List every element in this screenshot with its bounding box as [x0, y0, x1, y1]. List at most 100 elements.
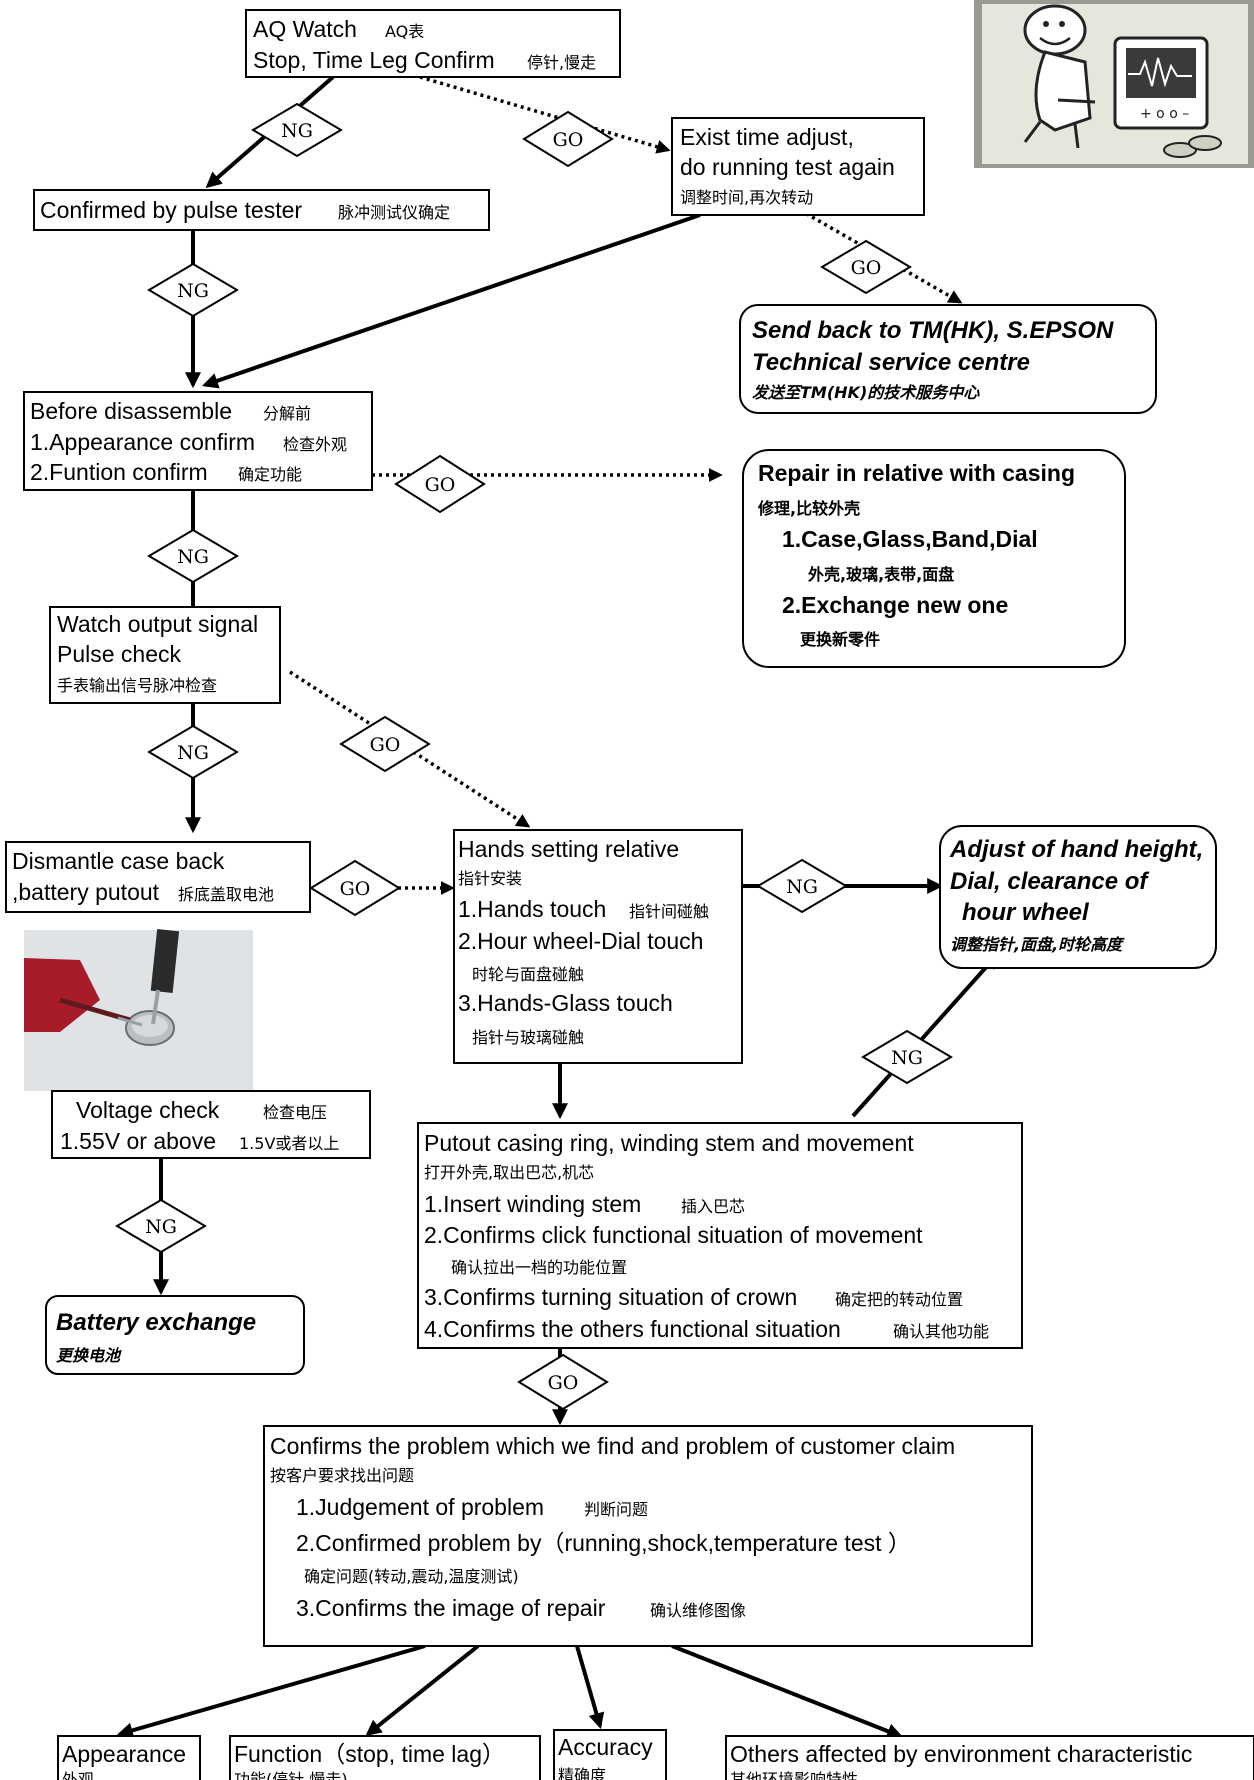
- svg-text:Voltage check: Voltage check: [76, 1097, 220, 1123]
- connector-to-accuracy: [575, 1645, 605, 1730]
- svg-text:插入巴芯: 插入巴芯: [681, 1197, 745, 1216]
- svg-text:GO: GO: [553, 129, 584, 151]
- svg-text:1.Appearance confirm: 1.Appearance confirm: [30, 429, 255, 455]
- svg-text:NG: NG: [145, 1216, 177, 1238]
- svg-text:手表输出信号脉冲检查: 手表输出信号脉冲检查: [57, 676, 217, 695]
- decision-go-2: GO: [820, 239, 912, 295]
- svg-text:GO: GO: [340, 878, 371, 900]
- svg-text:Accuracy: Accuracy: [558, 1734, 653, 1760]
- svg-text:Confirmed by pulse tester: Confirmed by pulse tester: [40, 197, 302, 223]
- svg-text:拆底盖取电池: 拆底盖取电池: [178, 885, 274, 904]
- svg-text:AQ表: AQ表: [385, 22, 424, 41]
- svg-text:Repair in relative with casing: Repair in relative with casing: [758, 460, 1075, 486]
- svg-text:AQ Watch: AQ Watch: [253, 16, 357, 42]
- svg-text:NG: NG: [281, 120, 313, 142]
- svg-text:判断问题: 判断问题: [584, 1500, 648, 1519]
- svg-text:Confirms the problem which we: Confirms the problem which we find and p…: [270, 1433, 955, 1459]
- svg-text:其他环境影响特性: 其他环境影响特性: [730, 1770, 858, 1780]
- svg-text:Hands setting relative: Hands setting relative: [458, 836, 679, 862]
- svg-text:GO: GO: [548, 1372, 579, 1394]
- node-send-back: Send back to TM(HK), S.EPSON Technical s…: [739, 304, 1157, 414]
- svg-text:Watch output signal: Watch output signal: [57, 611, 258, 637]
- node-battery-exchange: Battery exchange 更换电池: [45, 1295, 305, 1375]
- svg-text:指针与玻璃碰触: 指针与玻璃碰触: [472, 1028, 584, 1047]
- decision-go-3: GO: [394, 454, 486, 514]
- svg-text:NG: NG: [177, 280, 209, 302]
- decision-ng-1: NG: [251, 102, 343, 158]
- decision-ng-3: NG: [147, 528, 239, 584]
- node-voltage-check: Voltage check 检查电压 1.55V or above 1.5V或者…: [51, 1090, 371, 1159]
- decision-ng-7: NG: [115, 1198, 207, 1254]
- connector-exist-to-before: [201, 213, 701, 389]
- node-function: Function（stop, time lag） 功能(停针,慢走): [229, 1735, 541, 1780]
- connector-aq-to-exist: [419, 75, 671, 154]
- svg-text:Stop, Time Leg Confirm: Stop, Time Leg Confirm: [253, 47, 495, 73]
- svg-text:确认拉出一档的功能位置: 确认拉出一档的功能位置: [451, 1258, 627, 1277]
- svg-text:1.Hands touch: 1.Hands touch: [458, 896, 606, 922]
- svg-text:功能(停针,慢走): 功能(停针,慢走): [234, 1770, 348, 1780]
- node-putout-casing: Putout casing ring, winding stem and mov…: [417, 1122, 1023, 1349]
- decision-go-5: GO: [309, 859, 401, 917]
- svg-text:更换新零件: 更换新零件: [800, 630, 880, 649]
- node-others: Others affected by environment character…: [725, 1735, 1254, 1780]
- svg-text:停针,慢走: 停针,慢走: [527, 53, 596, 72]
- svg-text:Dismantle case back: Dismantle case back: [12, 848, 225, 874]
- svg-text:2.Confirms click functional si: 2.Confirms click functional situation of…: [424, 1222, 923, 1248]
- node-pulse-tester: Confirmed by pulse tester 脉冲测试仪确定: [33, 189, 490, 231]
- svg-text:Appearance: Appearance: [62, 1741, 186, 1767]
- svg-text:确认其他功能: 确认其他功能: [893, 1322, 989, 1341]
- svg-text:Exist time adjust,: Exist time adjust,: [680, 124, 854, 150]
- node-confirms-problem: Confirms the problem which we find and p…: [263, 1425, 1033, 1647]
- svg-text:脉冲测试仪确定: 脉冲测试仪确定: [338, 203, 450, 222]
- node-output-signal: Watch output signal Pulse check 手表输出信号脉冲…: [49, 606, 281, 704]
- svg-text:GO: GO: [425, 474, 456, 496]
- svg-text:外观: 外观: [62, 1770, 94, 1780]
- svg-text:时轮与面盘碰触: 时轮与面盘碰触: [472, 965, 584, 984]
- svg-text:GO: GO: [851, 257, 882, 279]
- svg-text:,battery putout: ,battery putout: [12, 879, 160, 905]
- svg-text:Function（stop, time lag）: Function（stop, time lag）: [234, 1741, 505, 1767]
- decision-go-4: GO: [339, 715, 431, 773]
- svg-text:1.Case,Glass,Band,Dial: 1.Case,Glass,Band,Dial: [782, 526, 1038, 552]
- connector-to-function: [365, 1644, 480, 1736]
- node-appearance: Appearance 外观: [57, 1735, 201, 1780]
- svg-text:Send back to TM(HK), S.EPSON: Send back to TM(HK), S.EPSON: [752, 317, 1114, 344]
- svg-text:Pulse check: Pulse check: [57, 641, 182, 667]
- svg-text:Technical service centre: Technical service centre: [752, 349, 1030, 376]
- svg-text:2.Confirmed problem by（running: 2.Confirmed problem by（running,shock,tem…: [296, 1530, 911, 1556]
- svg-text:发送至TM(HK)的技术服务中心: 发送至TM(HK)的技术服务中心: [752, 383, 980, 402]
- decision-ng-4: NG: [147, 724, 239, 780]
- svg-text:指针安装: 指针安装: [458, 869, 522, 888]
- decision-go-1: GO: [522, 110, 614, 168]
- svg-text:Dial, clearance of: Dial, clearance of: [950, 868, 1149, 895]
- svg-text:调整指针,面盘,时轮高度: 调整指针,面盘,时轮高度: [950, 935, 1125, 954]
- svg-text:调整时间,再次转动: 调整时间,再次转动: [680, 188, 813, 207]
- svg-text:精确度: 精确度: [558, 1766, 606, 1780]
- svg-text:Adjust of hand height,: Adjust of hand height,: [949, 836, 1203, 863]
- node-exist-time-adjust: Exist time adjust, do running test again…: [671, 117, 925, 216]
- svg-text:3.Hands-Glass touch: 3.Hands-Glass touch: [458, 990, 673, 1016]
- svg-text:更换电池: 更换电池: [56, 1346, 122, 1365]
- node-dismantle: Dismantle case back ,battery putout 拆底盖取…: [5, 841, 311, 913]
- svg-text:1.Judgement of problem: 1.Judgement of problem: [296, 1494, 544, 1520]
- svg-text:按客户要求找出问题: 按客户要求找出问题: [270, 1466, 414, 1485]
- decision-ng-5: NG: [756, 858, 848, 914]
- svg-text:4.Confirms the others function: 4.Confirms the others functional situati…: [424, 1316, 841, 1342]
- decision-ng-6: NG: [861, 1029, 953, 1085]
- svg-text:NG: NG: [177, 546, 209, 568]
- svg-text:NG: NG: [786, 876, 818, 898]
- connector-to-appearance: [116, 1644, 426, 1739]
- svg-text:NG: NG: [891, 1047, 923, 1069]
- svg-text:检查电压: 检查电压: [263, 1103, 327, 1122]
- svg-text:检查外观: 检查外观: [283, 435, 347, 454]
- svg-text:3.Confirms the image of repair: 3.Confirms the image of repair: [296, 1595, 606, 1621]
- svg-text:1.55V or above: 1.55V or above: [60, 1128, 216, 1154]
- svg-text:指针间碰触: 指针间碰触: [629, 902, 709, 921]
- svg-text:Battery exchange: Battery exchange: [56, 1309, 256, 1336]
- cartoon-oscilloscope-illustration: + o o –: [974, 0, 1254, 168]
- svg-text:+ o o –: + o o –: [1140, 106, 1189, 122]
- node-repair-casing: Repair in relative with casing 修理,比较外壳 1…: [742, 449, 1126, 668]
- svg-text:确定功能: 确定功能: [238, 465, 302, 484]
- svg-text:do running test again: do running test again: [680, 154, 895, 180]
